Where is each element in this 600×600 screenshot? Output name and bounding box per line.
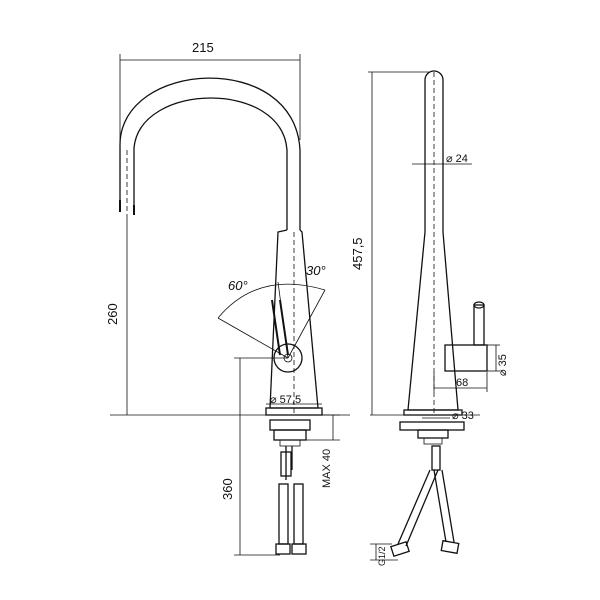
reach-label: 215 <box>192 40 214 55</box>
lever-diameter-label: ⌀ 35 <box>497 354 509 376</box>
lever-handle-side <box>473 304 485 346</box>
angle-leg-front <box>287 289 326 359</box>
front-view: 60° 30° ⌀ 57,5 215 260 360 MAX <box>105 40 350 556</box>
spout-diameter-label: ⌀ 24 <box>446 153 468 165</box>
spout-outer-front <box>119 77 301 230</box>
below-deck-label: 360 <box>220 478 235 500</box>
side-view: ⌀ 24 457,5 ⌀ 35 68 ⌀ 33 G1/2 <box>350 70 509 566</box>
angle-leg-back <box>217 317 289 359</box>
height-label: 260 <box>105 303 120 325</box>
spout-tube-side <box>424 70 444 232</box>
lever-handle-cap <box>473 301 485 309</box>
hose-nut-right <box>291 543 307 555</box>
hose-connector-side <box>431 445 441 471</box>
mounting-nut-side <box>417 429 449 439</box>
mounting-hole-label: ⌀ 33 <box>452 410 474 422</box>
max-deck-label: MAX 40 <box>321 449 333 488</box>
faucet-body-side <box>407 231 459 411</box>
lever-front-edge <box>271 299 281 356</box>
hose-right-front <box>293 483 304 545</box>
hose-left-front <box>278 483 289 545</box>
hose-thread-label: G1/2 <box>377 546 387 566</box>
mounting-plate-side <box>399 421 465 431</box>
spout-inner-front <box>133 97 288 230</box>
lever-body-side <box>444 344 488 372</box>
base-plinth-front <box>265 407 323 416</box>
lever-projection-label: 68 <box>456 377 468 389</box>
hose-connector-top <box>280 451 292 477</box>
mounting-nut-top <box>269 419 311 431</box>
angle-leg-vertical <box>277 281 289 359</box>
hose-nut-left <box>275 543 291 555</box>
hose-nut-left-side <box>390 540 410 558</box>
angle-back-label: 60° <box>228 278 248 293</box>
hose-left-side <box>397 469 439 547</box>
angle-front-label: 30° <box>306 263 326 278</box>
hose-nut-right-side <box>440 539 460 555</box>
lever-angle-arc <box>217 283 326 319</box>
base-plinth-side <box>403 409 463 416</box>
base-diameter-label: ⌀ 57,5 <box>270 394 301 406</box>
total-height-label: 457,5 <box>350 237 365 270</box>
mounting-washer <box>279 439 301 447</box>
mounting-nut-bottom <box>273 429 307 441</box>
mounting-washer-side <box>423 437 443 445</box>
hose-right-side <box>433 469 455 543</box>
